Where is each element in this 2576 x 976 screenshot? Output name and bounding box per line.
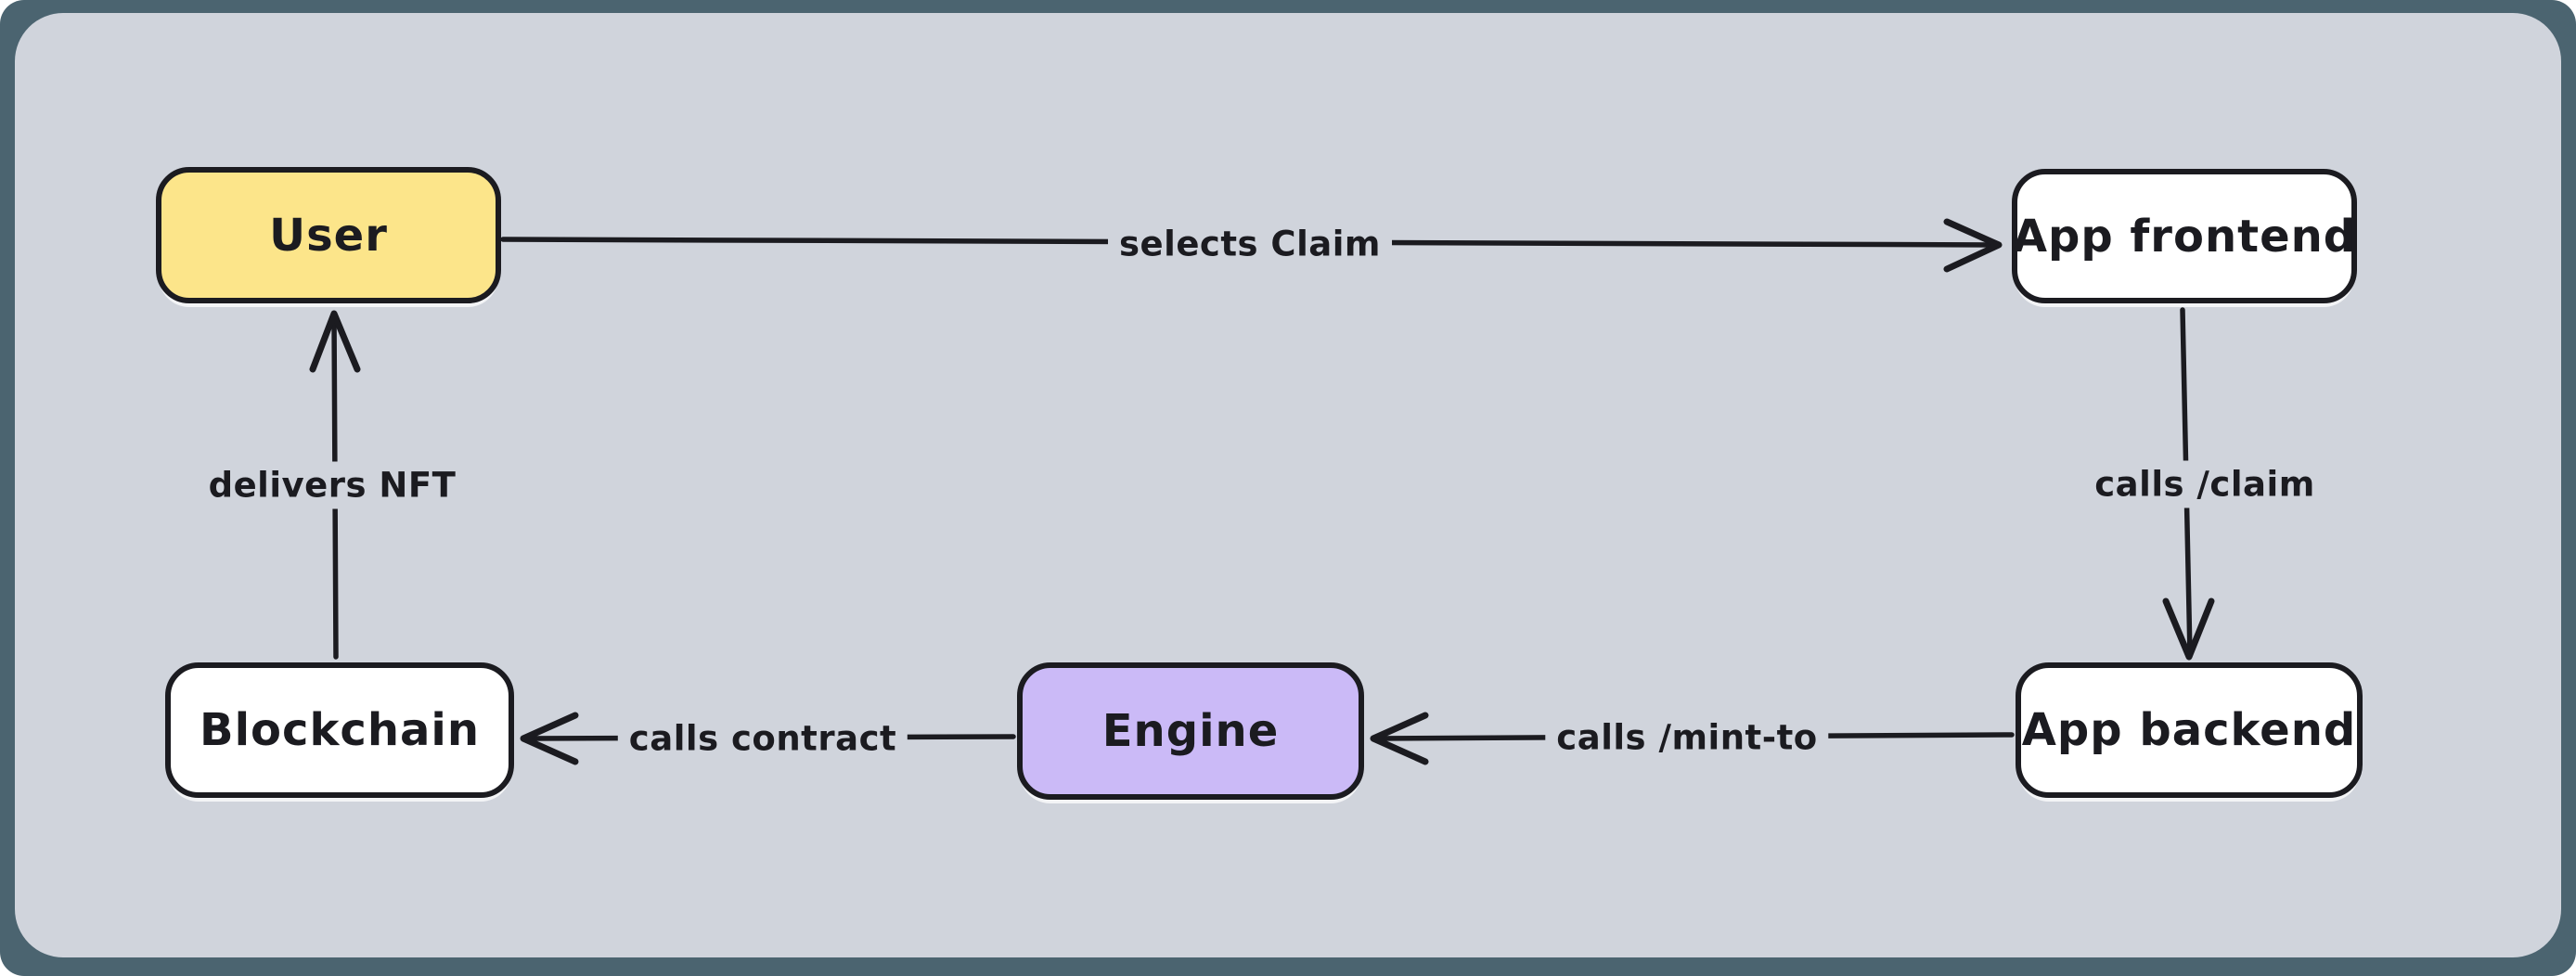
- node-app-frontend-label: App frontend: [2012, 210, 2357, 263]
- edge-label-calls-claim: calls /claim: [2083, 460, 2326, 508]
- edge-label-calls-mint-to: calls /mint-to: [1545, 713, 1829, 762]
- node-app-backend[interactable]: App backend: [2016, 662, 2363, 798]
- node-user-label: User: [269, 209, 388, 262]
- node-app-backend-label: App backend: [2021, 704, 2357, 756]
- node-app-frontend[interactable]: App frontend: [2012, 169, 2357, 303]
- edge-label-selects-claim: selects Claim: [1108, 220, 1392, 268]
- node-blockchain[interactable]: Blockchain: [165, 662, 514, 798]
- node-engine[interactable]: Engine: [1017, 662, 1364, 800]
- edge-label-delivers-nft: delivers NFT: [197, 461, 468, 509]
- node-user[interactable]: User: [156, 167, 501, 303]
- edge-label-calls-contract: calls contract: [617, 714, 908, 763]
- node-engine-label: Engine: [1101, 705, 1280, 757]
- node-blockchain-label: Blockchain: [199, 704, 481, 756]
